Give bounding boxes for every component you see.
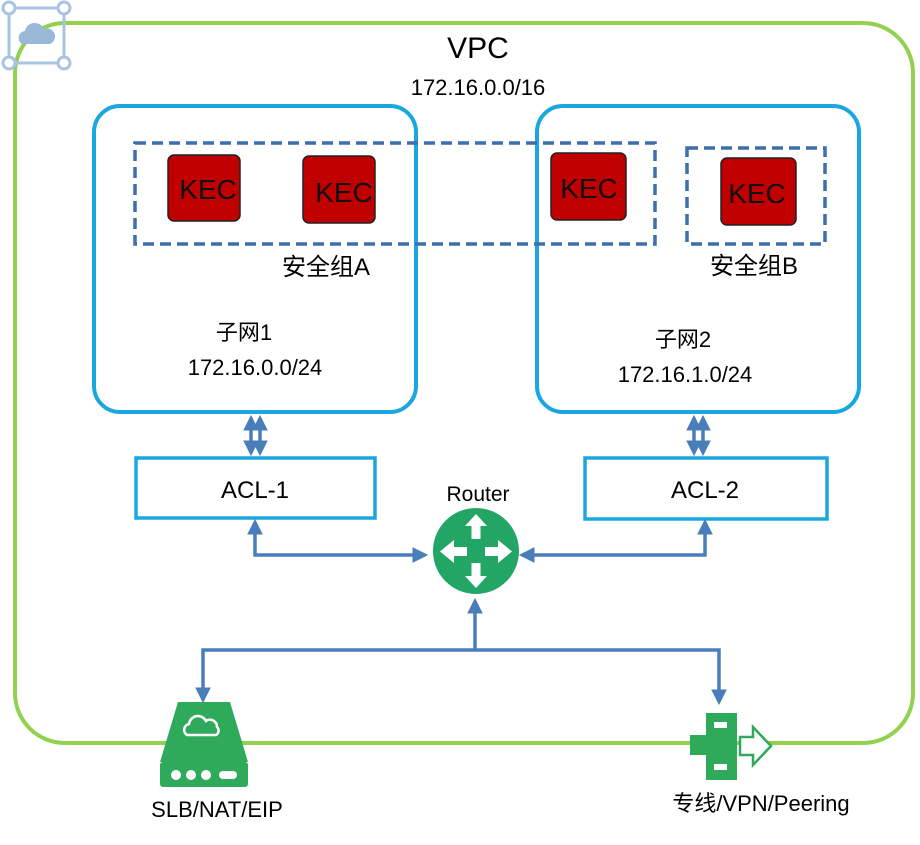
vpc-cloud-icon [1, 0, 72, 71]
security-group-a-box [133, 141, 657, 246]
svg-text:KEC: KEC [728, 178, 786, 209]
acl2-router-connector [518, 518, 713, 563]
subnet-1-box [92, 104, 418, 414]
security-group-b-label: 安全组B [710, 253, 798, 280]
svg-text:KEC: KEC [315, 177, 373, 208]
vpc-container [13, 21, 915, 745]
vpc-title: VPC [447, 32, 509, 65]
acl-1-box [134, 456, 377, 520]
router-direct-connect-connector [475, 648, 727, 706]
router-label: Router [446, 483, 509, 506]
svg-text:KEC: KEC [179, 174, 237, 205]
subnet-2-cidr: 172.16.1.0/24 [618, 362, 753, 387]
direct-connect-label: 专线/VPN/Peering [672, 791, 849, 816]
subnet-2-box [535, 104, 861, 414]
subnet-1-name: 子网1 [216, 320, 272, 345]
kec-instance: KEC [550, 152, 627, 221]
subnet1-acl1-connector [243, 414, 268, 457]
slb-nat-eip-icon [160, 702, 248, 787]
subnet-2-name: 子网2 [655, 327, 711, 352]
acl-2-box [583, 456, 829, 521]
vpc-cidr: 172.16.0.0/16 [411, 75, 546, 100]
router-slb-connector [195, 648, 475, 704]
acl-2-label: ACL-2 [671, 477, 739, 504]
direct-connect-icon [690, 713, 773, 780]
kec-instance: KEC [167, 154, 241, 222]
subnet2-acl2-connector [686, 414, 711, 457]
security-group-b-box [685, 146, 827, 246]
slb-nat-eip-label: SLB/NAT/EIP [151, 797, 283, 822]
acl1-router-connector [247, 518, 429, 563]
kec-instance: KEC [302, 155, 376, 224]
svg-text:KEC: KEC [560, 173, 618, 204]
router-icon [433, 508, 519, 594]
security-group-a-label: 安全组A [282, 254, 370, 281]
subnet-1-cidr: 172.16.0.0/24 [188, 355, 323, 380]
acl-1-label: ACL-1 [221, 477, 289, 504]
kec-instance: KEC [720, 157, 797, 226]
